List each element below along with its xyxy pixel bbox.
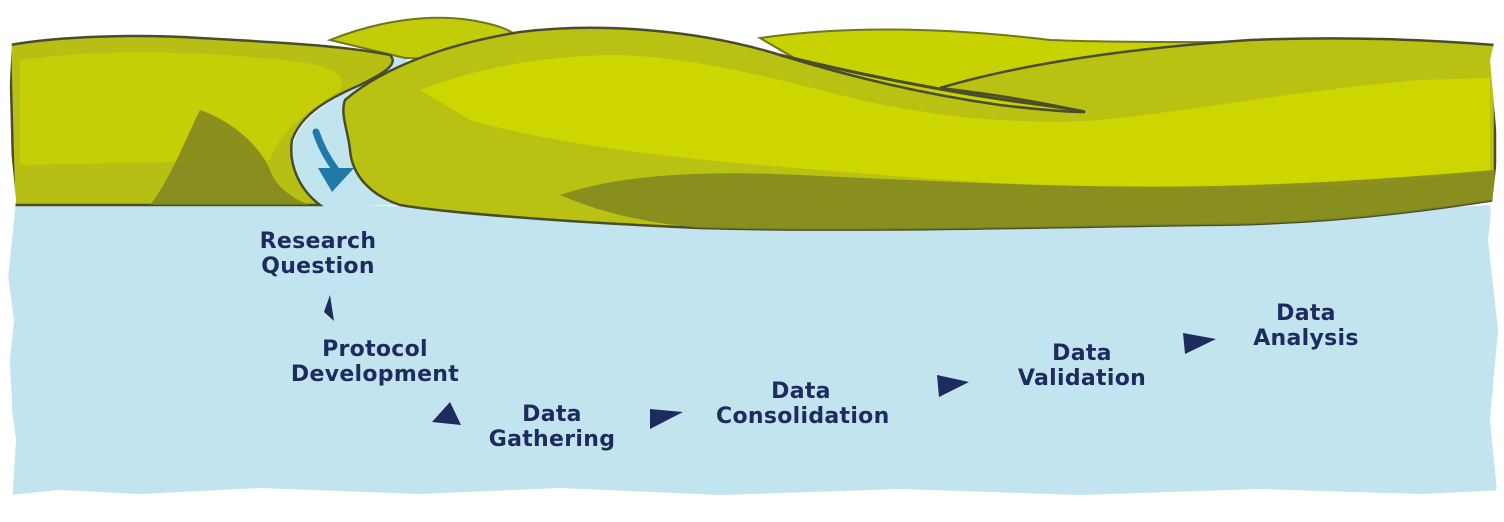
step-label-line: Data bbox=[482, 402, 622, 427]
step-label-line: Consolidation bbox=[716, 404, 886, 429]
step-label-line: Data bbox=[1012, 341, 1152, 366]
step-data-analysis: Data Analysis bbox=[1246, 301, 1366, 351]
step-data-consolidation: Data Consolidation bbox=[716, 379, 886, 429]
step-protocol-development: Protocol Development bbox=[280, 337, 470, 387]
step-data-gathering: Data Gathering bbox=[482, 402, 622, 452]
step-label-line: Research bbox=[252, 229, 384, 254]
water-background bbox=[6, 200, 1500, 506]
step-label-line: Protocol bbox=[280, 337, 470, 362]
step-label-line: Validation bbox=[1012, 366, 1152, 391]
step-label-line: Analysis bbox=[1246, 326, 1366, 351]
step-data-validation: Data Validation bbox=[1012, 341, 1152, 391]
step-label-line: Question bbox=[252, 254, 384, 279]
step-label-line: Gathering bbox=[482, 427, 622, 452]
step-label-line: Development bbox=[280, 362, 470, 387]
step-label-line: Data bbox=[1246, 301, 1366, 326]
step-label-line: Data bbox=[716, 379, 886, 404]
step-research-question: Research Question bbox=[252, 229, 384, 279]
